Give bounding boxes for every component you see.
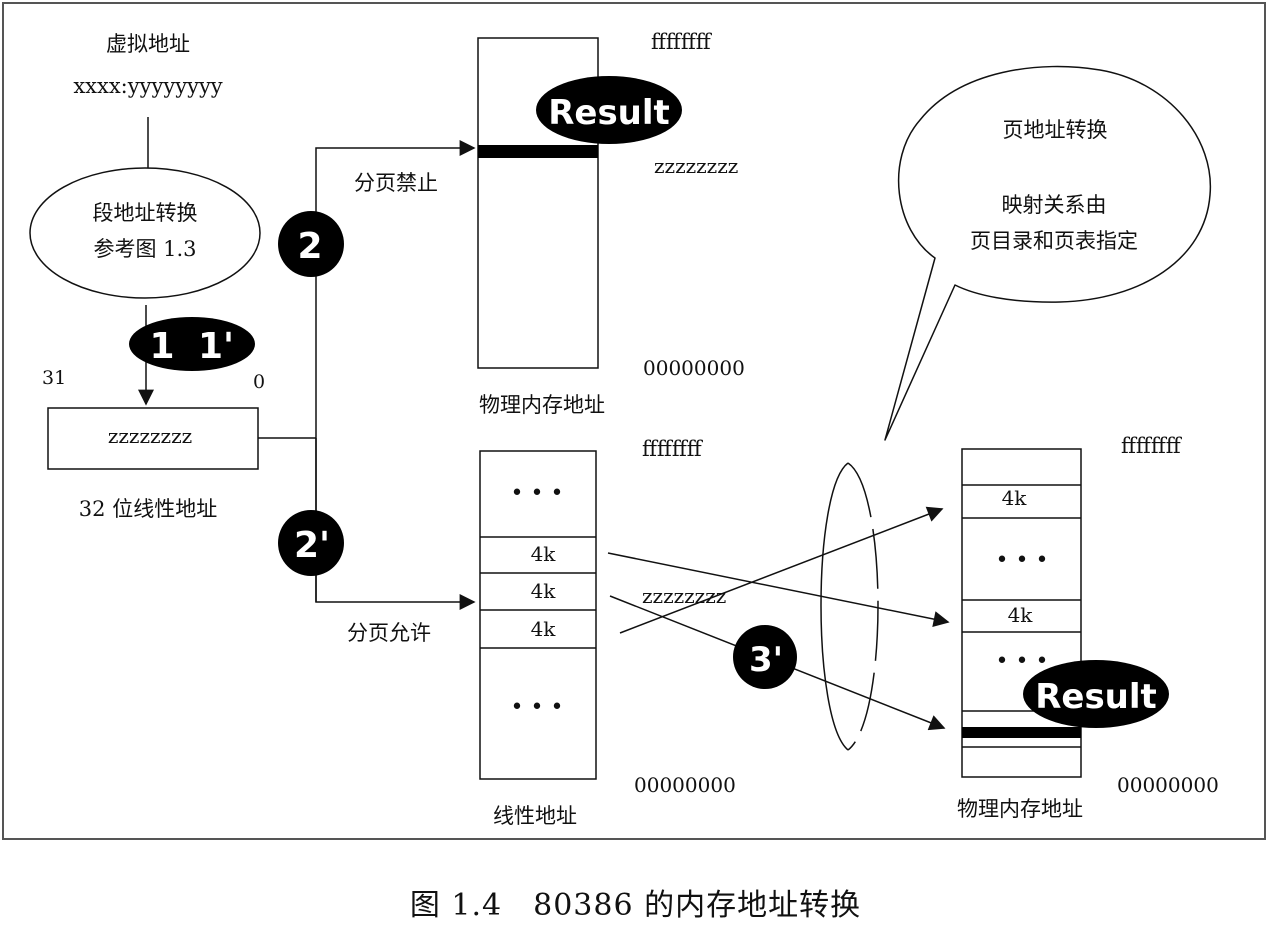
linear-address-label: 线性地址 — [493, 804, 577, 828]
bubble-title: 页地址转换 — [1003, 118, 1108, 142]
step-3-prime-badge — [733, 625, 797, 689]
bubble-line-3: 页目录和页表指定 — [970, 229, 1138, 253]
result-frame-bar — [962, 727, 1081, 738]
physical-bottom-address: 00000000 — [1117, 773, 1219, 797]
segment-reference-label: 参考图 1.3 — [93, 237, 196, 261]
linear-address-register — [47, 407, 259, 470]
step-2-prime-badge — [278, 510, 344, 576]
step-3-prime-label: 3' — [749, 640, 783, 680]
linear-page-3: 4k — [531, 617, 557, 641]
step-1-badge — [129, 317, 255, 371]
result-badge-bottom — [1023, 660, 1169, 728]
page-map-arrow-1 — [607, 552, 950, 627]
mapping-lens-back — [847, 462, 879, 751]
bottom-address-00000000: 00000000 — [643, 356, 745, 380]
step-2-badge — [278, 211, 344, 277]
virtual-address-label: 虚拟地址 — [106, 32, 190, 56]
page-map-arrow-2 — [619, 506, 944, 634]
result-label-bottom: Result — [1035, 677, 1157, 717]
result-label-top: Result — [548, 93, 670, 133]
ellipsis-bottom: • • • — [511, 695, 564, 720]
bit-0-label: 0 — [253, 371, 265, 393]
ellipsis-top: • • • — [511, 481, 564, 506]
step-2-prime-label: 2' — [294, 525, 330, 566]
step-1-label: 1 — [149, 326, 174, 367]
linear-address-caption: 32 位线性地址 — [79, 497, 217, 521]
linear-address-space — [479, 450, 597, 780]
physical-top-address: ffffffff — [1121, 434, 1183, 458]
target-address-zzzzzzzz: zzzzzzzz — [654, 154, 738, 178]
paging-enabled-arrow — [315, 438, 476, 610]
linear-page-1: 4k — [531, 542, 557, 566]
physical-memory-label-top: 物理内存地址 — [479, 393, 605, 417]
linear-top-address: ffffffff — [642, 437, 704, 461]
speech-bubble — [884, 65, 1212, 441]
linear-address-value: zzzzzzzz — [108, 424, 192, 448]
paging-disabled-label: 分页禁止 — [354, 171, 438, 195]
linear-page-2: 4k — [531, 579, 557, 603]
physical-page-2: 4k — [1008, 603, 1034, 627]
top-address-ffffffff: ffffffff — [651, 30, 713, 54]
virtual-address-value: xxxx:yyyyyyyy — [73, 74, 222, 98]
physical-ellipsis-bottom: • • • — [996, 649, 1049, 674]
physical-page-1: 4k — [1002, 486, 1028, 510]
bubble-line-2: 映射关系由 — [1002, 193, 1107, 217]
paging-enabled-label: 分页允许 — [347, 621, 431, 645]
step-2-label: 2 — [297, 226, 322, 267]
physical-memory-label: 物理内存地址 — [957, 797, 1083, 821]
bit-31-label: 31 — [42, 367, 66, 389]
result-slot-bar — [478, 145, 598, 158]
result-badge-top — [536, 76, 682, 144]
mapping-lens-front — [820, 462, 849, 751]
linear-target-address: zzzzzzzz — [642, 584, 726, 608]
linear-bottom-address: 00000000 — [634, 773, 736, 797]
segment-translation-ellipse — [29, 167, 261, 299]
step-1-prime-label: 1' — [198, 326, 234, 367]
segment-translation-label: 段地址转换 — [93, 201, 198, 225]
figure-caption: 图 1.4 80386 的内存地址转换 — [409, 888, 862, 923]
physical-ellipsis-top: • • • — [996, 548, 1049, 573]
